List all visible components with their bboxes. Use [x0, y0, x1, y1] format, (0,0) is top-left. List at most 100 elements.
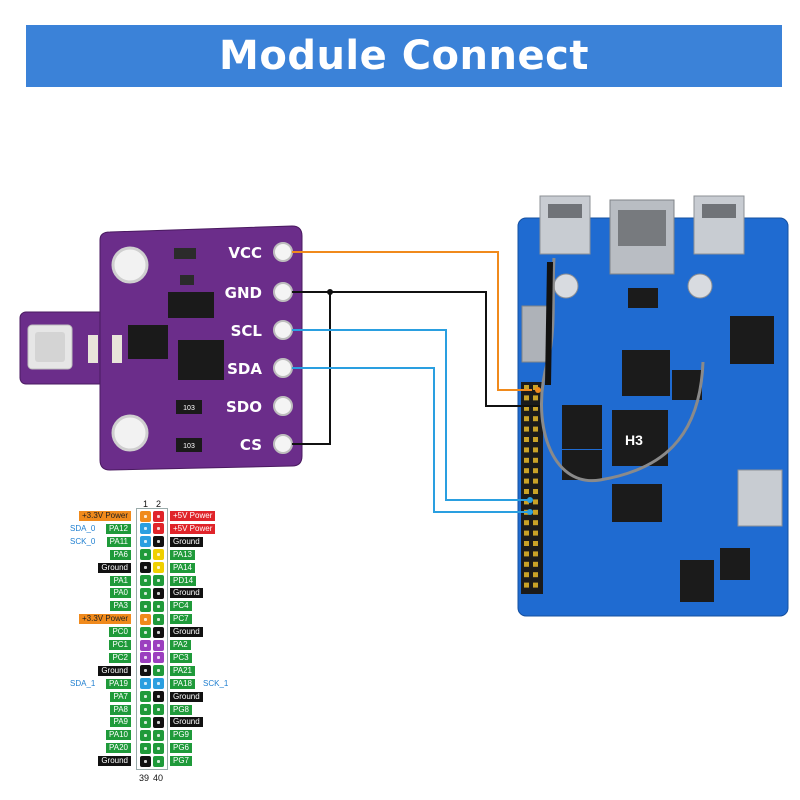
header-left-label: PA12 — [106, 523, 131, 534]
module-pin-label-cs: CS — [240, 436, 262, 454]
header-right-label: Ground — [170, 691, 203, 702]
header-left-function: SDA_1 — [70, 678, 96, 688]
sd-card-slot — [521, 305, 549, 363]
header-right-label: Ground — [170, 627, 203, 638]
module-pin-pad-sdo — [273, 396, 293, 416]
header-right-label: PC3 — [170, 652, 192, 663]
board-gpio-pin — [533, 468, 538, 474]
wire-scl — [292, 329, 530, 501]
header-pin-odd — [140, 691, 151, 703]
board-gpio-pin — [524, 582, 529, 588]
header-pin-odd — [140, 639, 151, 651]
header-pin-even — [153, 665, 164, 677]
resistor — [112, 335, 122, 363]
usb-port-right-slot — [702, 204, 736, 218]
wire-junction-dot — [527, 497, 533, 503]
memory-chip — [562, 450, 602, 480]
header-pin-odd — [140, 665, 151, 677]
board-gpio-pin — [524, 437, 529, 442]
header-right-label: PA18 — [170, 678, 195, 689]
header-pin-even — [153, 549, 164, 561]
wire-junctions — [327, 289, 541, 515]
board-gpio-pin — [524, 385, 529, 390]
header-left-label: PA1 — [110, 575, 131, 586]
header-pin-odd — [140, 613, 151, 625]
header-pin-odd — [140, 742, 151, 754]
header-left-label: PA20 — [106, 743, 131, 754]
board-gpio-pin — [524, 478, 529, 484]
mount-hole-top — [111, 246, 149, 284]
header-left-label: PA10 — [106, 730, 131, 741]
header-right-label: PG6 — [170, 743, 193, 754]
ethernet-phy-chip — [628, 288, 658, 308]
header-pin-odd — [140, 626, 151, 638]
header-pin-odd — [140, 716, 151, 728]
module-pin-label-sdo: SDO — [226, 398, 262, 416]
board-gpio-pin — [533, 416, 538, 422]
board-gpio-pin — [524, 457, 529, 463]
board-gpio-pin — [524, 447, 529, 453]
header-pin-even — [153, 575, 164, 586]
board-gpio-pin — [533, 541, 538, 546]
power-jack — [680, 560, 714, 602]
memory-chip — [612, 484, 662, 522]
header-left-label: +3.3V Power — [78, 614, 131, 625]
header-right-label: PA2 — [170, 640, 191, 650]
module-pin-pad-scl — [273, 320, 293, 340]
header-right-function: SCK_1 — [203, 678, 229, 688]
chip-label-1: 103 — [183, 405, 195, 412]
header-left-function: SCK_0 — [70, 536, 96, 546]
header-right-label: Ground — [170, 588, 203, 599]
header-pin-even — [153, 639, 164, 651]
board-gpio-pin — [533, 405, 538, 411]
header-pin-odd — [140, 510, 151, 522]
header-number-bottom-left: 39 — [139, 773, 150, 783]
header-right-label: PG9 — [170, 730, 193, 741]
board-gpio-pin — [533, 489, 538, 494]
board-gpio-pin — [533, 572, 538, 578]
header-left-label: PA19 — [106, 678, 131, 689]
module-pin-pad-sda — [273, 358, 293, 378]
board-gpio-pin — [533, 385, 538, 390]
header-pin-even — [153, 536, 164, 548]
board-gpio-pin — [533, 551, 538, 557]
board-gpio-pin — [524, 572, 529, 578]
header-pin-even — [153, 613, 164, 625]
capacitor — [174, 248, 196, 259]
wire-gnd — [292, 291, 540, 407]
orange-pi-board: H3 — [517, 195, 789, 617]
header-right-label: PD14 — [170, 575, 197, 586]
board-gpio-pin — [524, 499, 529, 505]
header-pin-even — [153, 755, 164, 767]
board-gpio-pin — [533, 561, 538, 567]
header-left-label: PA8 — [110, 704, 131, 715]
wire-junction-dot — [535, 387, 541, 393]
pressure-sensor-window — [35, 332, 65, 362]
header-number-top-left: 1 — [143, 499, 149, 509]
header-pin-odd — [140, 536, 151, 548]
header-pin-even — [153, 678, 164, 690]
header-pin-odd — [140, 678, 151, 690]
header-pin-even — [153, 510, 164, 522]
header-pin-odd — [140, 652, 151, 664]
smd-resistor — [176, 438, 202, 452]
module-pin-label-vcc: VCC — [228, 244, 262, 262]
board-gpio-pin — [533, 520, 538, 526]
wire-gnd-cs — [292, 292, 331, 445]
mount-hole-bottom — [111, 414, 149, 452]
header-left-label: PC0 — [109, 627, 131, 638]
hdmi-port — [737, 469, 783, 527]
header-right-label: PG8 — [170, 704, 193, 715]
header-pin-even — [153, 587, 164, 599]
header-left-label: PA3 — [110, 601, 131, 612]
header-pin-odd — [140, 587, 151, 599]
board-gpio-pin — [524, 530, 529, 536]
electrolytic-capacitor — [553, 273, 579, 299]
board-gpio-pin — [533, 437, 538, 442]
board-gpio-pin — [524, 426, 529, 432]
header-right-label: PA13 — [170, 549, 195, 560]
header-left-label: PC1 — [109, 640, 131, 650]
board-gpio-pin — [533, 395, 538, 401]
header-pin-odd — [140, 600, 151, 612]
